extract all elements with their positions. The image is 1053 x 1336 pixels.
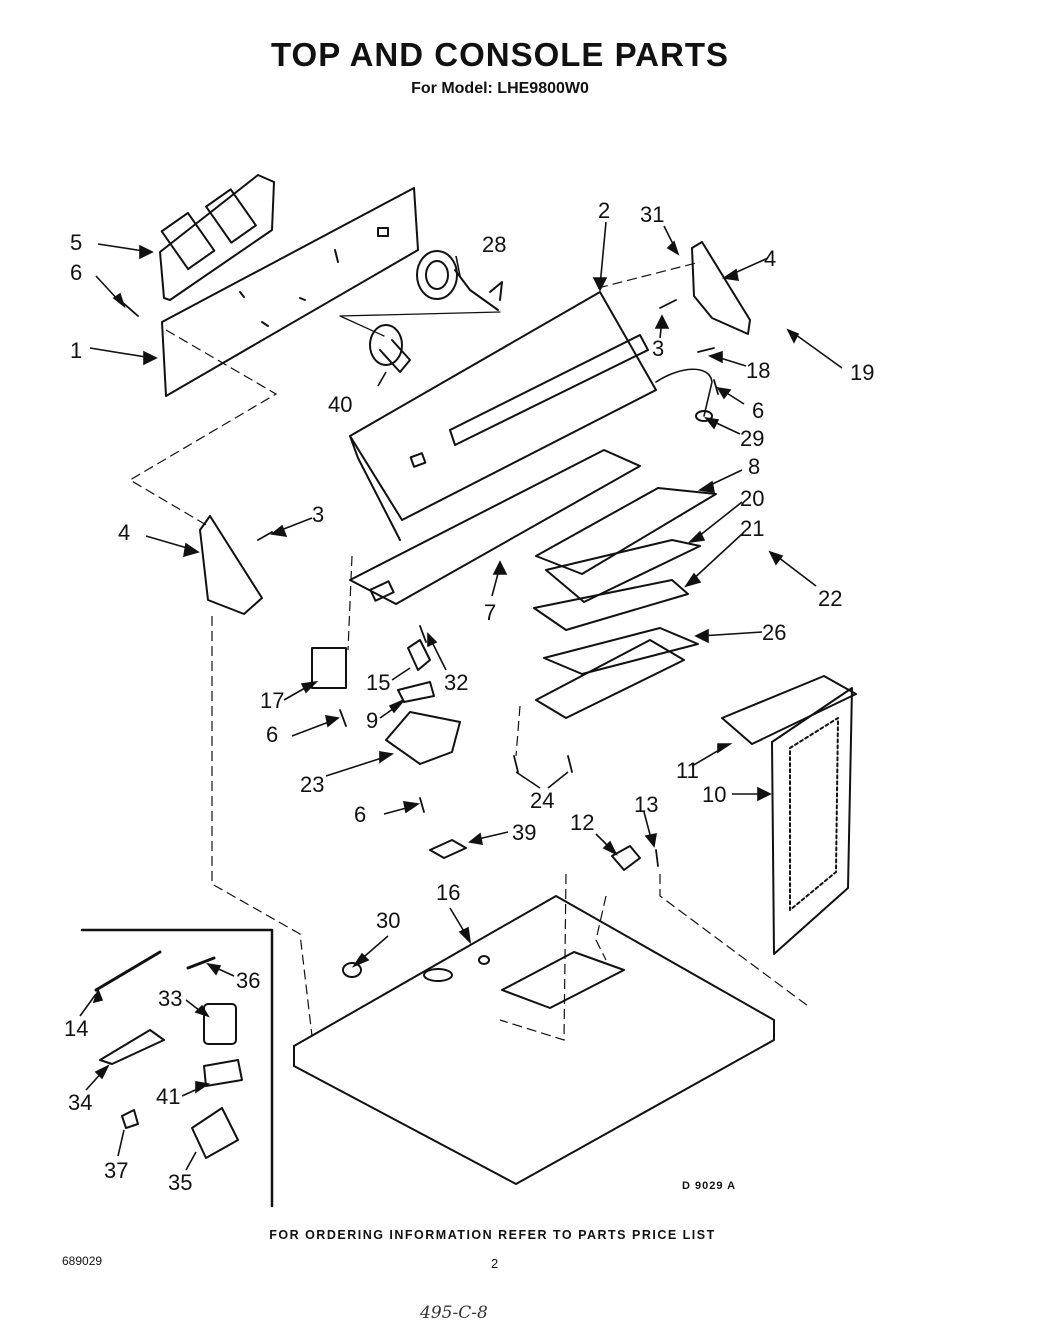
callout-4: 4 bbox=[764, 246, 776, 271]
part-2-console bbox=[349, 291, 657, 541]
callout-3: 3 bbox=[652, 336, 664, 361]
ordering-note: FOR ORDERING INFORMATION REFER TO PARTS … bbox=[269, 1228, 716, 1242]
callout-24: 24 bbox=[530, 788, 554, 813]
callout-13: 13 bbox=[634, 792, 658, 817]
part-30-grommet bbox=[342, 962, 362, 978]
callout-26: 26 bbox=[762, 620, 786, 645]
part-10-lint-screen bbox=[771, 687, 853, 955]
callout-15: 15 bbox=[366, 670, 390, 695]
callout-39: 39 bbox=[512, 820, 536, 845]
callout-32: 32 bbox=[444, 670, 468, 695]
callout-6: 6 bbox=[354, 802, 366, 827]
callout-22: 22 bbox=[818, 586, 842, 611]
part-20-panel bbox=[545, 539, 701, 603]
part-40-knob bbox=[369, 324, 411, 373]
part-21-overlay bbox=[533, 579, 689, 631]
doc-number: 689029 bbox=[62, 1254, 103, 1268]
callout-6: 6 bbox=[752, 398, 764, 423]
callout-31: 31 bbox=[640, 202, 664, 227]
part-9-strip bbox=[397, 681, 435, 703]
callout-21: 21 bbox=[740, 516, 764, 541]
callout-2: 2 bbox=[598, 198, 610, 223]
callout-30: 30 bbox=[376, 908, 400, 933]
part-11-lint-lid bbox=[721, 675, 857, 745]
page-number: 2 bbox=[491, 1256, 499, 1271]
callout-34: 34 bbox=[68, 1090, 92, 1115]
callout-7: 7 bbox=[484, 600, 496, 625]
part-39-clip bbox=[429, 839, 467, 859]
callout-10: 10 bbox=[702, 782, 726, 807]
screws bbox=[121, 299, 719, 867]
callout-40: 40 bbox=[328, 392, 352, 417]
callout-33: 33 bbox=[158, 986, 182, 1011]
part-12-hinge bbox=[611, 845, 641, 871]
part-4-endcap-left bbox=[199, 515, 263, 615]
callout-5: 5 bbox=[70, 230, 82, 255]
model-subtitle: For Model: LHE9800W0 bbox=[411, 80, 589, 97]
accessory-frame bbox=[80, 928, 274, 1208]
callout-11: 11 bbox=[676, 758, 699, 783]
callout-14: 14 bbox=[64, 1016, 88, 1041]
callout-9: 9 bbox=[366, 708, 378, 733]
diagram-code: D 9029 A bbox=[682, 1180, 737, 1192]
callout-19: 19 bbox=[850, 360, 874, 385]
part-7-channel bbox=[349, 449, 641, 605]
callout-29: 29 bbox=[740, 426, 764, 451]
callout-35: 35 bbox=[168, 1170, 192, 1195]
callout-37: 37 bbox=[104, 1158, 128, 1183]
part-26-circuit bbox=[535, 639, 685, 719]
part-15-clip bbox=[407, 639, 431, 671]
leader-arrows bbox=[79, 221, 843, 1171]
part-26-board bbox=[543, 627, 699, 675]
page-title: TOP AND CONSOLE PARTS bbox=[271, 36, 729, 73]
callout-17: 17 bbox=[260, 688, 284, 713]
part-4-endcap-right bbox=[691, 241, 751, 335]
callout-8: 8 bbox=[748, 454, 760, 479]
callout-1: 1 bbox=[70, 338, 82, 363]
callout-labels: 5 6 1 28 40 2 31 4 3 18 19 6 29 8 20 21 … bbox=[64, 198, 874, 1195]
callout-16: 16 bbox=[436, 880, 460, 905]
callout-20: 20 bbox=[740, 486, 764, 511]
part-17-switch bbox=[311, 647, 347, 689]
handwritten-note: 495-C-8 bbox=[420, 1303, 488, 1323]
callout-4: 4 bbox=[118, 520, 130, 545]
part-28-timer-motor bbox=[416, 250, 503, 311]
callout-3: 3 bbox=[312, 502, 324, 527]
reference-lines bbox=[128, 261, 809, 1041]
callout-23: 23 bbox=[300, 772, 324, 797]
callout-36: 36 bbox=[236, 968, 260, 993]
part-16-dryer-top bbox=[293, 895, 775, 1185]
callout-6: 6 bbox=[266, 722, 278, 747]
part-29-ground-wire bbox=[655, 368, 713, 417]
part-1-rear-panel bbox=[161, 187, 419, 397]
part-23-terminal-block bbox=[385, 711, 461, 765]
part-8-panel bbox=[535, 487, 717, 575]
callout-12: 12 bbox=[570, 810, 594, 835]
callout-28: 28 bbox=[482, 232, 506, 257]
callout-41: 41 bbox=[156, 1084, 180, 1109]
callout-6: 6 bbox=[70, 260, 82, 285]
callout-18: 18 bbox=[746, 358, 770, 383]
part-5-bracket bbox=[159, 174, 275, 301]
